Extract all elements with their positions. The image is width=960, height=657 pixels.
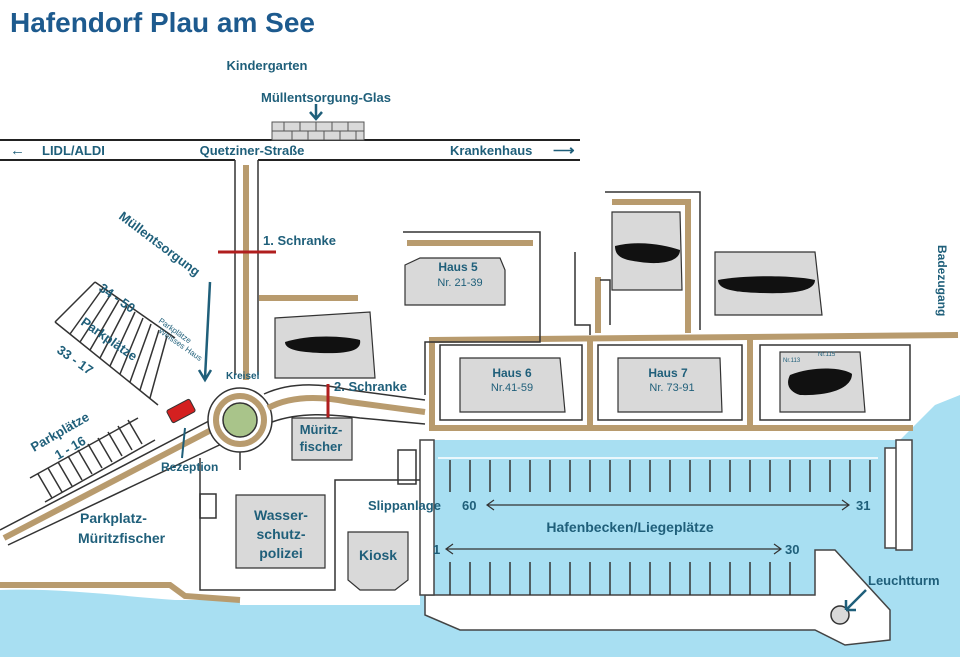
- redacted-marks: [285, 243, 852, 396]
- haus5-footprint: [404, 257, 506, 306]
- parking-34-50-range: 34 - 50: [96, 280, 138, 316]
- parking-33-17-range: 33 - 17: [54, 342, 96, 378]
- barrier-1-label: 1. Schranke: [263, 233, 336, 248]
- haus7-name: Haus 7: [648, 366, 688, 380]
- waste-arrow-icon: [197, 281, 213, 383]
- slipway-label: Slippanlage: [368, 498, 441, 513]
- parking-lot-34-50: [54, 281, 176, 406]
- berths-lower: [449, 562, 791, 595]
- mueritzfischer-building: [291, 417, 353, 461]
- glass-arrow-icon: [309, 104, 323, 121]
- lake-water: [0, 589, 180, 657]
- kindergarten-label: Kindergarten: [227, 58, 308, 73]
- roundabout-road: [213, 393, 267, 447]
- east-road: [263, 384, 426, 425]
- mueritzfischer-label-2: fischer: [300, 439, 343, 454]
- right-arrow-icon: ⟶: [553, 142, 575, 159]
- haus7-numbers: Nr. 73-91: [649, 382, 694, 394]
- haus6-numbers: Nr.41-59: [491, 382, 533, 394]
- buildings: [235, 211, 866, 591]
- small-outline-2: [199, 493, 217, 519]
- barrier-2-label: 2. Schranke: [334, 379, 407, 394]
- berth-31: 31: [856, 498, 870, 513]
- house-nr115: Nr.115: [818, 352, 836, 358]
- diagonal-road: [0, 409, 231, 546]
- kiosk-building: [347, 531, 409, 591]
- parking-mueritzfischer-2: Müritzfischer: [78, 530, 166, 546]
- haus7-footprint: [617, 357, 723, 413]
- glass-disposal-label: Müllentsorgung-Glas: [261, 90, 391, 105]
- berth-30: 30: [785, 542, 799, 557]
- haus6-name: Haus 6: [492, 366, 532, 380]
- water-police-label-2: schutz-: [257, 526, 306, 542]
- bath-access-label: Badezugang: [935, 245, 949, 316]
- berths-upper: [438, 457, 878, 492]
- berth-range-lower: [444, 543, 783, 555]
- reception-car-icon: [166, 398, 196, 424]
- lighthouse-arrow-icon: [844, 589, 867, 612]
- berth-1: 1: [433, 542, 440, 557]
- lidl-aldi-label: LIDL/ALDI: [42, 143, 105, 158]
- hospital-label: Krankenhaus: [450, 143, 532, 158]
- parking-mueritzfischer-1: Parkplatz-: [80, 510, 147, 526]
- mueritzfischer-label-1: Müritz-: [300, 422, 343, 437]
- entry-road: [234, 160, 259, 380]
- parking-lot-1-16: [29, 417, 156, 503]
- lighthouse-icon: [830, 605, 850, 625]
- map-title: Hafendorf Plau am See: [10, 7, 315, 38]
- waste-label: Müllentsorgung: [116, 208, 203, 279]
- haus5-numbers: Nr. 21-39: [437, 277, 482, 289]
- street-name: Quetziner-Straße: [200, 143, 305, 158]
- lower-road: [0, 582, 241, 603]
- house-nr113: Nr.113: [783, 358, 801, 364]
- berth-60: 60: [462, 498, 476, 513]
- small-outline-1: [397, 449, 417, 485]
- harbour-label: Hafenbecken/Liegeplätze: [546, 519, 713, 535]
- berth-range-upper: [485, 499, 851, 511]
- water-police-label-1: Wasser-: [254, 507, 308, 523]
- haus5-name: Haus 5: [438, 260, 478, 274]
- water-police-label-3: polizei: [259, 545, 303, 561]
- lake-water-main: [175, 395, 960, 657]
- lower-road-edge: [199, 458, 420, 591]
- kiosk-label: Kiosk: [359, 547, 397, 563]
- outline-blocks: [403, 191, 911, 421]
- reception-arrow-icon: [181, 427, 186, 459]
- glass-container-wall: [271, 121, 365, 141]
- left-arrow-icon: ←: [10, 142, 25, 159]
- resort-roads: [259, 199, 959, 431]
- lighthouse-label: Leuchtturm: [868, 573, 940, 588]
- roundabout-label: Kreisel: [226, 371, 260, 382]
- harbour-pier: [419, 439, 913, 646]
- wasserschutzpolizei-building: [235, 494, 326, 569]
- reception-label: Rezeption: [161, 460, 218, 474]
- haus6-footprint: [459, 357, 566, 413]
- roundabout-center: [222, 402, 258, 438]
